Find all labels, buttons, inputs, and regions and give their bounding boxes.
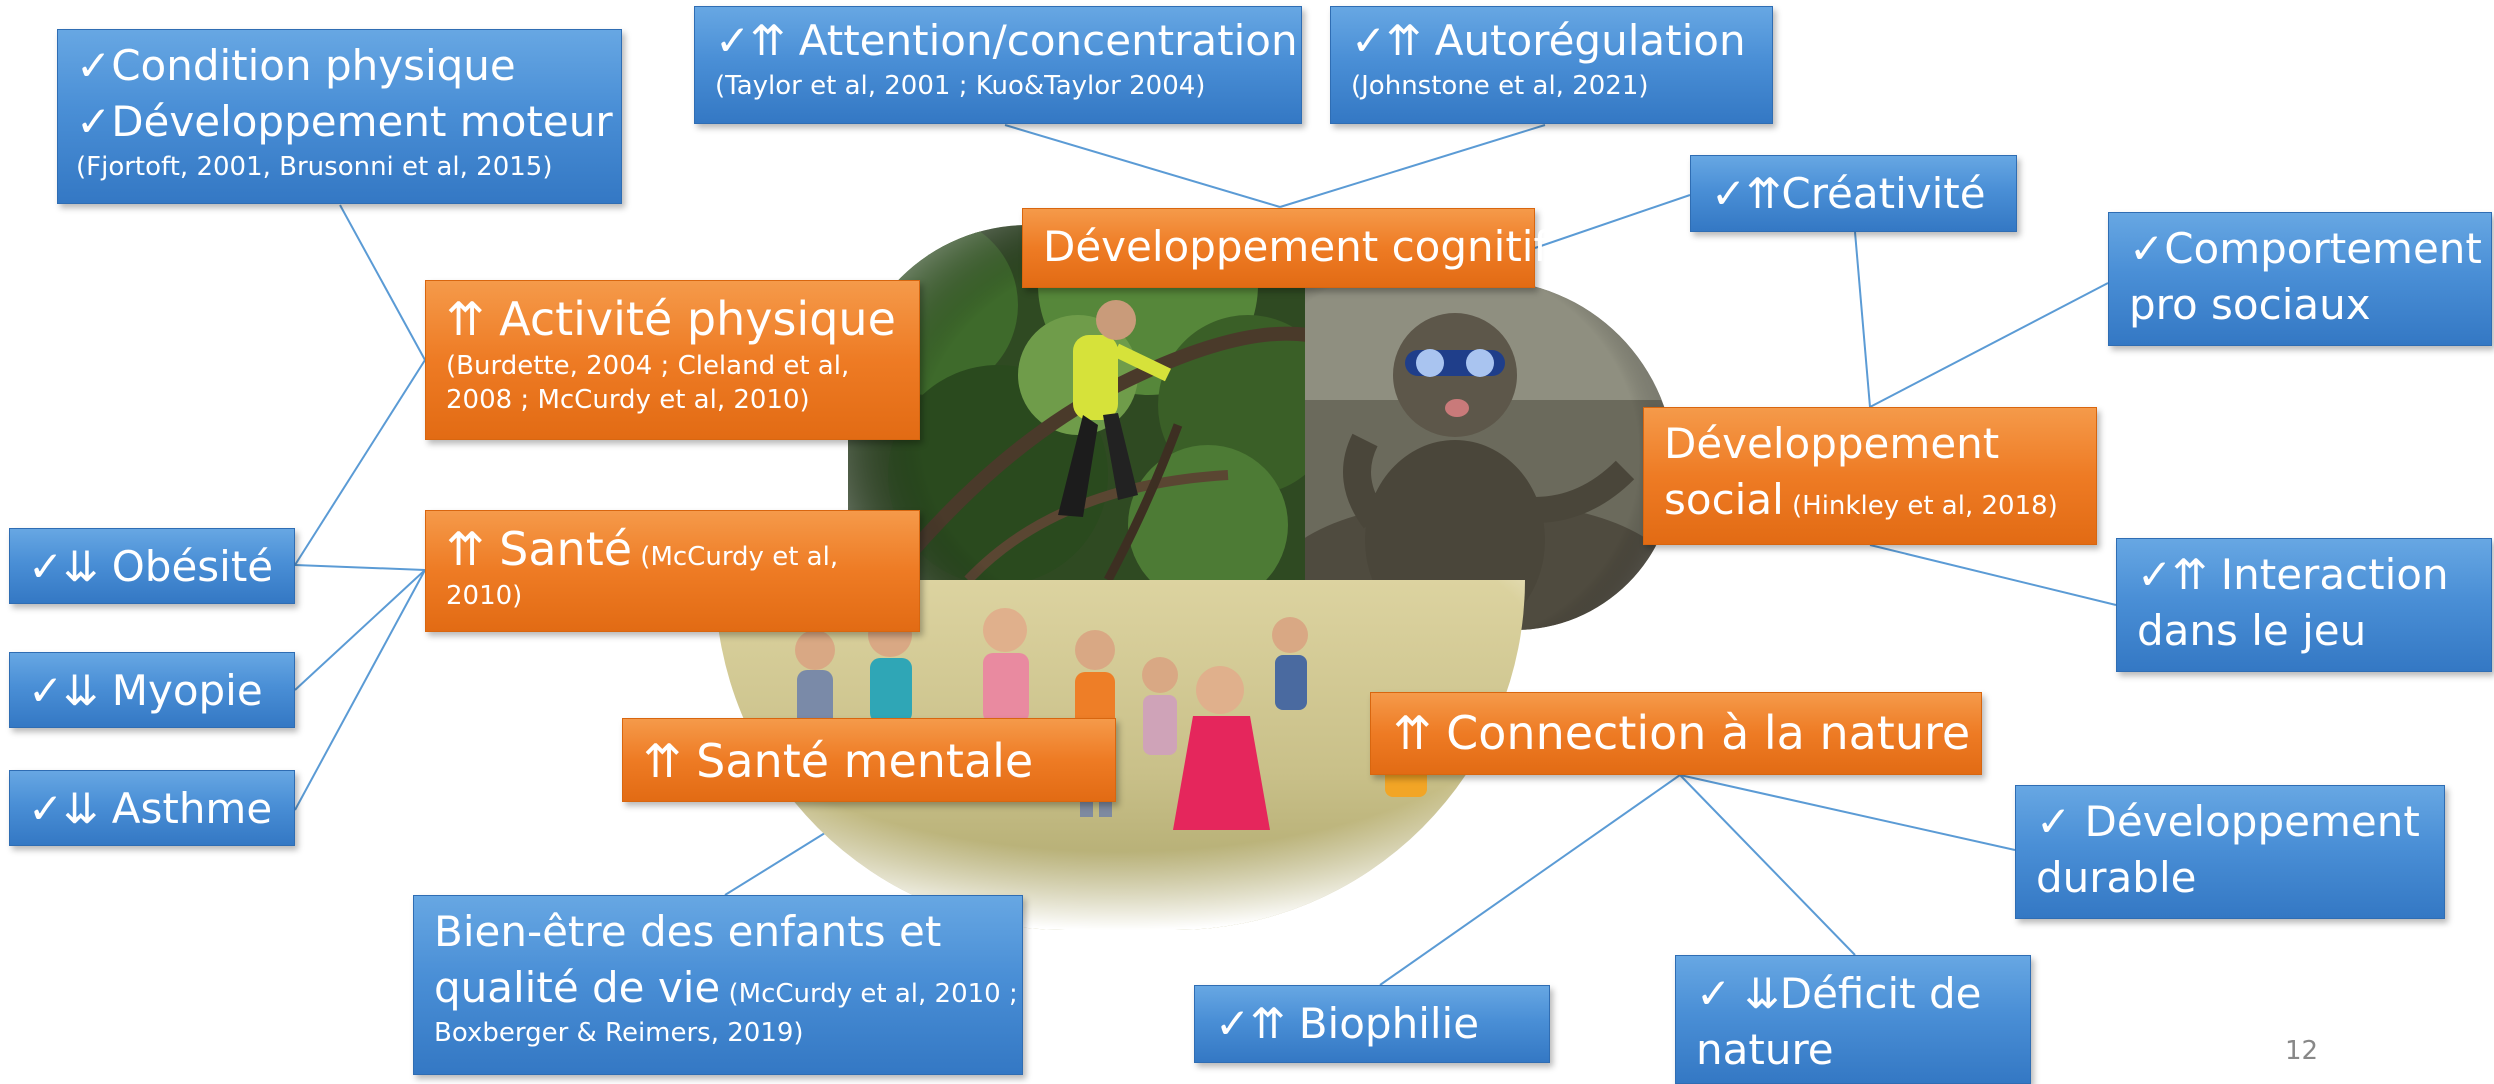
creativite-title: ✓⇈Créativité xyxy=(1711,169,1986,218)
node-comportement: ✓Comportement pro sociaux xyxy=(2108,212,2492,346)
activite-ref2: 2008 ; McCurdy et al, 2010) xyxy=(446,385,810,415)
bienetre-ref2: Boxberger & Reimers, 2019) xyxy=(434,1018,804,1048)
connector-connection-durable xyxy=(1679,774,2016,851)
node-deficit-nature: ✓ ⇊Déficit de nature xyxy=(1675,955,2031,1084)
dev-cognitif-title: Développement cognitif xyxy=(1043,222,1549,271)
connector-condition-activite xyxy=(339,204,426,361)
interaction-line2: dans le jeu xyxy=(2137,606,2367,655)
obesite-title: ✓⇊ Obésité xyxy=(28,542,274,591)
page-number: 12 xyxy=(2285,1036,2319,1066)
dev-social-line2: social xyxy=(1664,475,1784,524)
node-activite-physique: ⇈ Activité physique (Burdette, 2004 ; Cl… xyxy=(425,280,920,440)
connector-myopie-sante xyxy=(294,569,426,691)
sante-mentale-title: ⇈ Santé mentale xyxy=(643,734,1034,788)
sante-ref2: 2010) xyxy=(446,581,523,611)
condition-ref: (Fjortoft, 2001, Brusonni et al, 2015) xyxy=(76,152,553,182)
autoregulation-ref: (Johnstone et al, 2021) xyxy=(1351,71,1649,101)
connector-asthme-sante xyxy=(294,569,426,811)
node-sante: ⇈ Santé (McCurdy et al, 2010) xyxy=(425,510,920,632)
durable-line1: ✓ Développement xyxy=(2036,797,2420,846)
connection-title: ⇈ Connection à la nature xyxy=(1393,706,1971,760)
connector-autoregulation-cognitif xyxy=(1279,124,1546,208)
photo-tree-climbing xyxy=(848,225,1308,580)
node-sante-mentale: ⇈ Santé mentale xyxy=(622,718,1116,802)
connector-creativite-cognitif xyxy=(1534,194,1691,249)
interaction-line1: ✓⇈ Interaction xyxy=(2137,550,2449,599)
bienetre-ref1: (McCurdy et al, 2010 ; xyxy=(720,979,1018,1009)
deficit-line2: nature xyxy=(1696,1025,1834,1074)
dev-social-ref: (Hinkley et al, 2018) xyxy=(1783,491,2058,521)
node-attention: ✓⇈ Attention/concentration (Taylor et al… xyxy=(694,6,1302,124)
sante-ref1: (McCurdy et al, xyxy=(632,542,839,572)
attention-ref: (Taylor et al, 2001 ; Kuo&Taylor 2004) xyxy=(715,71,1206,101)
connector-attention-cognitif xyxy=(1004,124,1281,208)
deficit-line1: ✓ ⇊Déficit de xyxy=(1696,969,1982,1018)
comportement-line1: ✓Comportement xyxy=(2129,224,2482,273)
myopie-title: ✓⇊ Myopie xyxy=(28,666,263,715)
activite-title: ⇈ Activité physique xyxy=(446,292,896,346)
bienetre-line1: Bien-être des enfants et xyxy=(434,907,942,956)
durable-line2: durable xyxy=(2036,853,2197,902)
attention-title: ✓⇈ Attention/concentration xyxy=(715,16,1298,65)
node-biophilie: ✓⇈ Biophilie xyxy=(1194,985,1550,1063)
condition-line1: ✓Condition physique xyxy=(76,41,516,90)
connector-connection-deficit xyxy=(1679,774,1856,956)
node-obesite: ✓⇊ Obésité xyxy=(9,528,295,604)
comportement-line2: pro sociaux xyxy=(2129,280,2371,329)
node-connection-nature: ⇈ Connection à la nature xyxy=(1370,692,1982,775)
connector-comportement-social xyxy=(1869,282,2109,408)
connector-creativite-social xyxy=(1854,231,1871,408)
connector-obesite-sante xyxy=(294,564,426,571)
node-asthme: ✓⇊ Asthme xyxy=(9,770,295,846)
node-developpement-cognitif: Développement cognitif xyxy=(1022,208,1549,288)
node-myopie: ✓⇊ Myopie xyxy=(9,652,295,728)
node-developpement-durable: ✓ Développement durable xyxy=(2015,785,2445,919)
condition-line2: ✓Développement moteur xyxy=(76,97,613,146)
node-bien-etre: Bien-être des enfants et qualité de vie … xyxy=(413,895,1023,1075)
connector-obesite-activite xyxy=(294,359,426,566)
connector-social-interaction xyxy=(1869,544,2117,606)
dev-social-line1: Développement xyxy=(1664,419,2000,468)
node-interaction: ✓⇈ Interaction dans le jeu xyxy=(2116,538,2492,672)
asthme-title: ✓⇊ Asthme xyxy=(28,784,273,833)
bienetre-line2: qualité de vie xyxy=(434,963,721,1012)
node-condition-physique: ✓Condition physique ✓Développement moteu… xyxy=(57,29,622,204)
node-autoregulation: ✓⇈ Autorégulation (Johnstone et al, 2021… xyxy=(1330,6,1773,124)
node-developpement-social: Développement social (Hinkley et al, 201… xyxy=(1643,407,2097,545)
activite-ref1: (Burdette, 2004 ; Cleland et al, xyxy=(446,351,850,381)
autoregulation-title: ✓⇈ Autorégulation xyxy=(1351,16,1746,65)
node-creativite: ✓⇈Créativité xyxy=(1690,155,2017,232)
biophilie-title: ✓⇈ Biophilie xyxy=(1215,999,1480,1048)
sante-title: ⇈ Santé xyxy=(446,522,633,576)
connector-connection-biophilie xyxy=(1379,774,1681,986)
